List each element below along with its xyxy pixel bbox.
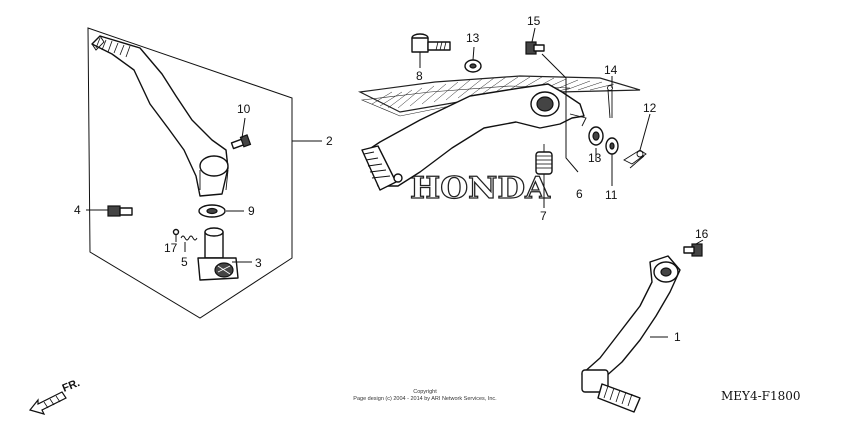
gearshift-pedal-1[interactable] (581, 255, 681, 413)
callout-numbers: 1 2 3 4 5 6 7 8 9 10 11 12 13 13 14 15 1… (74, 14, 709, 344)
bolt-4[interactable] (107, 205, 133, 217)
bolt-10[interactable] (230, 134, 252, 150)
washer-9[interactable] (198, 204, 226, 218)
callout-8: 8 (416, 69, 423, 83)
honda-wing-watermark: HONDA (357, 75, 641, 207)
leader-lines (86, 27, 704, 338)
washer-13-lower[interactable] (588, 126, 604, 146)
brake-pedal-6[interactable] (361, 83, 587, 191)
callout-9: 9 (248, 204, 255, 218)
callout-3: 3 (255, 256, 262, 270)
bolt-8[interactable] (411, 33, 451, 53)
copyright-line-2: Page design (c) 2004 - 2014 by ARI Netwo… (353, 396, 497, 402)
cotter-pin-14[interactable] (607, 85, 613, 119)
kick-shaft-3[interactable] (197, 227, 239, 281)
callout-12: 12 (643, 101, 657, 115)
bolt-16[interactable] (683, 243, 703, 257)
pin-17[interactable] (172, 228, 180, 236)
callout-15: 15 (527, 14, 541, 28)
bolt-15[interactable] (525, 41, 545, 55)
copyright-line-1: Copyright (413, 389, 437, 395)
callout-16: 16 (695, 227, 709, 241)
callout-10: 10 (237, 102, 251, 116)
callout-17: 17 (164, 241, 178, 255)
kick-starter-arm[interactable] (91, 35, 229, 197)
callout-4: 4 (74, 203, 81, 217)
front-direction-arrow: FR. (28, 377, 82, 415)
callout-1: 1 (674, 330, 681, 344)
callout-2: 2 (326, 134, 333, 148)
front-direction-label: FR. (61, 377, 82, 395)
washer-13-upper[interactable] (464, 59, 482, 73)
callout-6: 6 (576, 187, 583, 201)
spring-5[interactable] (180, 235, 198, 241)
kick-starter-assembly-outline (87, 27, 293, 319)
callout-13-upper: 13 (466, 31, 480, 45)
callout-14: 14 (604, 63, 618, 77)
callout-7: 7 (540, 209, 547, 223)
clip-12[interactable] (623, 149, 647, 169)
callout-11: 11 (605, 188, 618, 202)
washer-11[interactable] (605, 137, 619, 155)
diagram-code: MEY4-F1800 (721, 389, 801, 403)
callout-5: 5 (181, 255, 188, 269)
callout-13-lower: 13 (588, 151, 602, 165)
honda-watermark-text: HONDA (410, 171, 551, 206)
return-spring-7[interactable] (535, 144, 553, 182)
